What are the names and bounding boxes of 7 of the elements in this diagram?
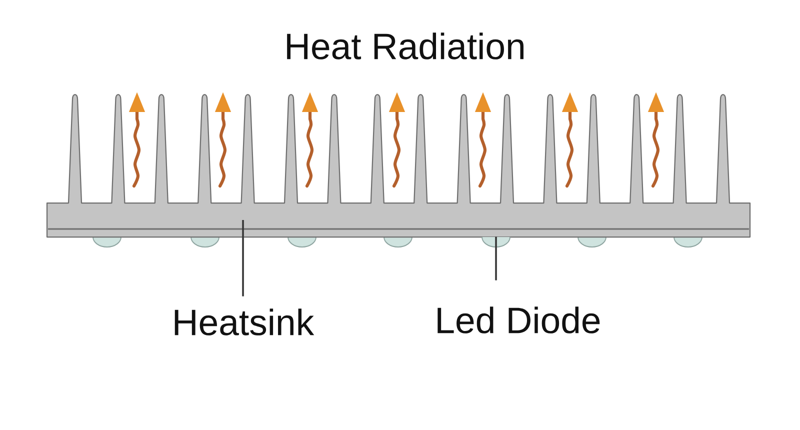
heatsink <box>46 94 751 238</box>
led-diode <box>482 236 510 248</box>
leader-line <box>242 220 244 296</box>
part-label: Heatsink <box>174 308 314 336</box>
part-label: Led Diode <box>438 306 600 334</box>
label: Heat Radiation <box>287 32 524 60</box>
leader-line <box>495 236 497 280</box>
